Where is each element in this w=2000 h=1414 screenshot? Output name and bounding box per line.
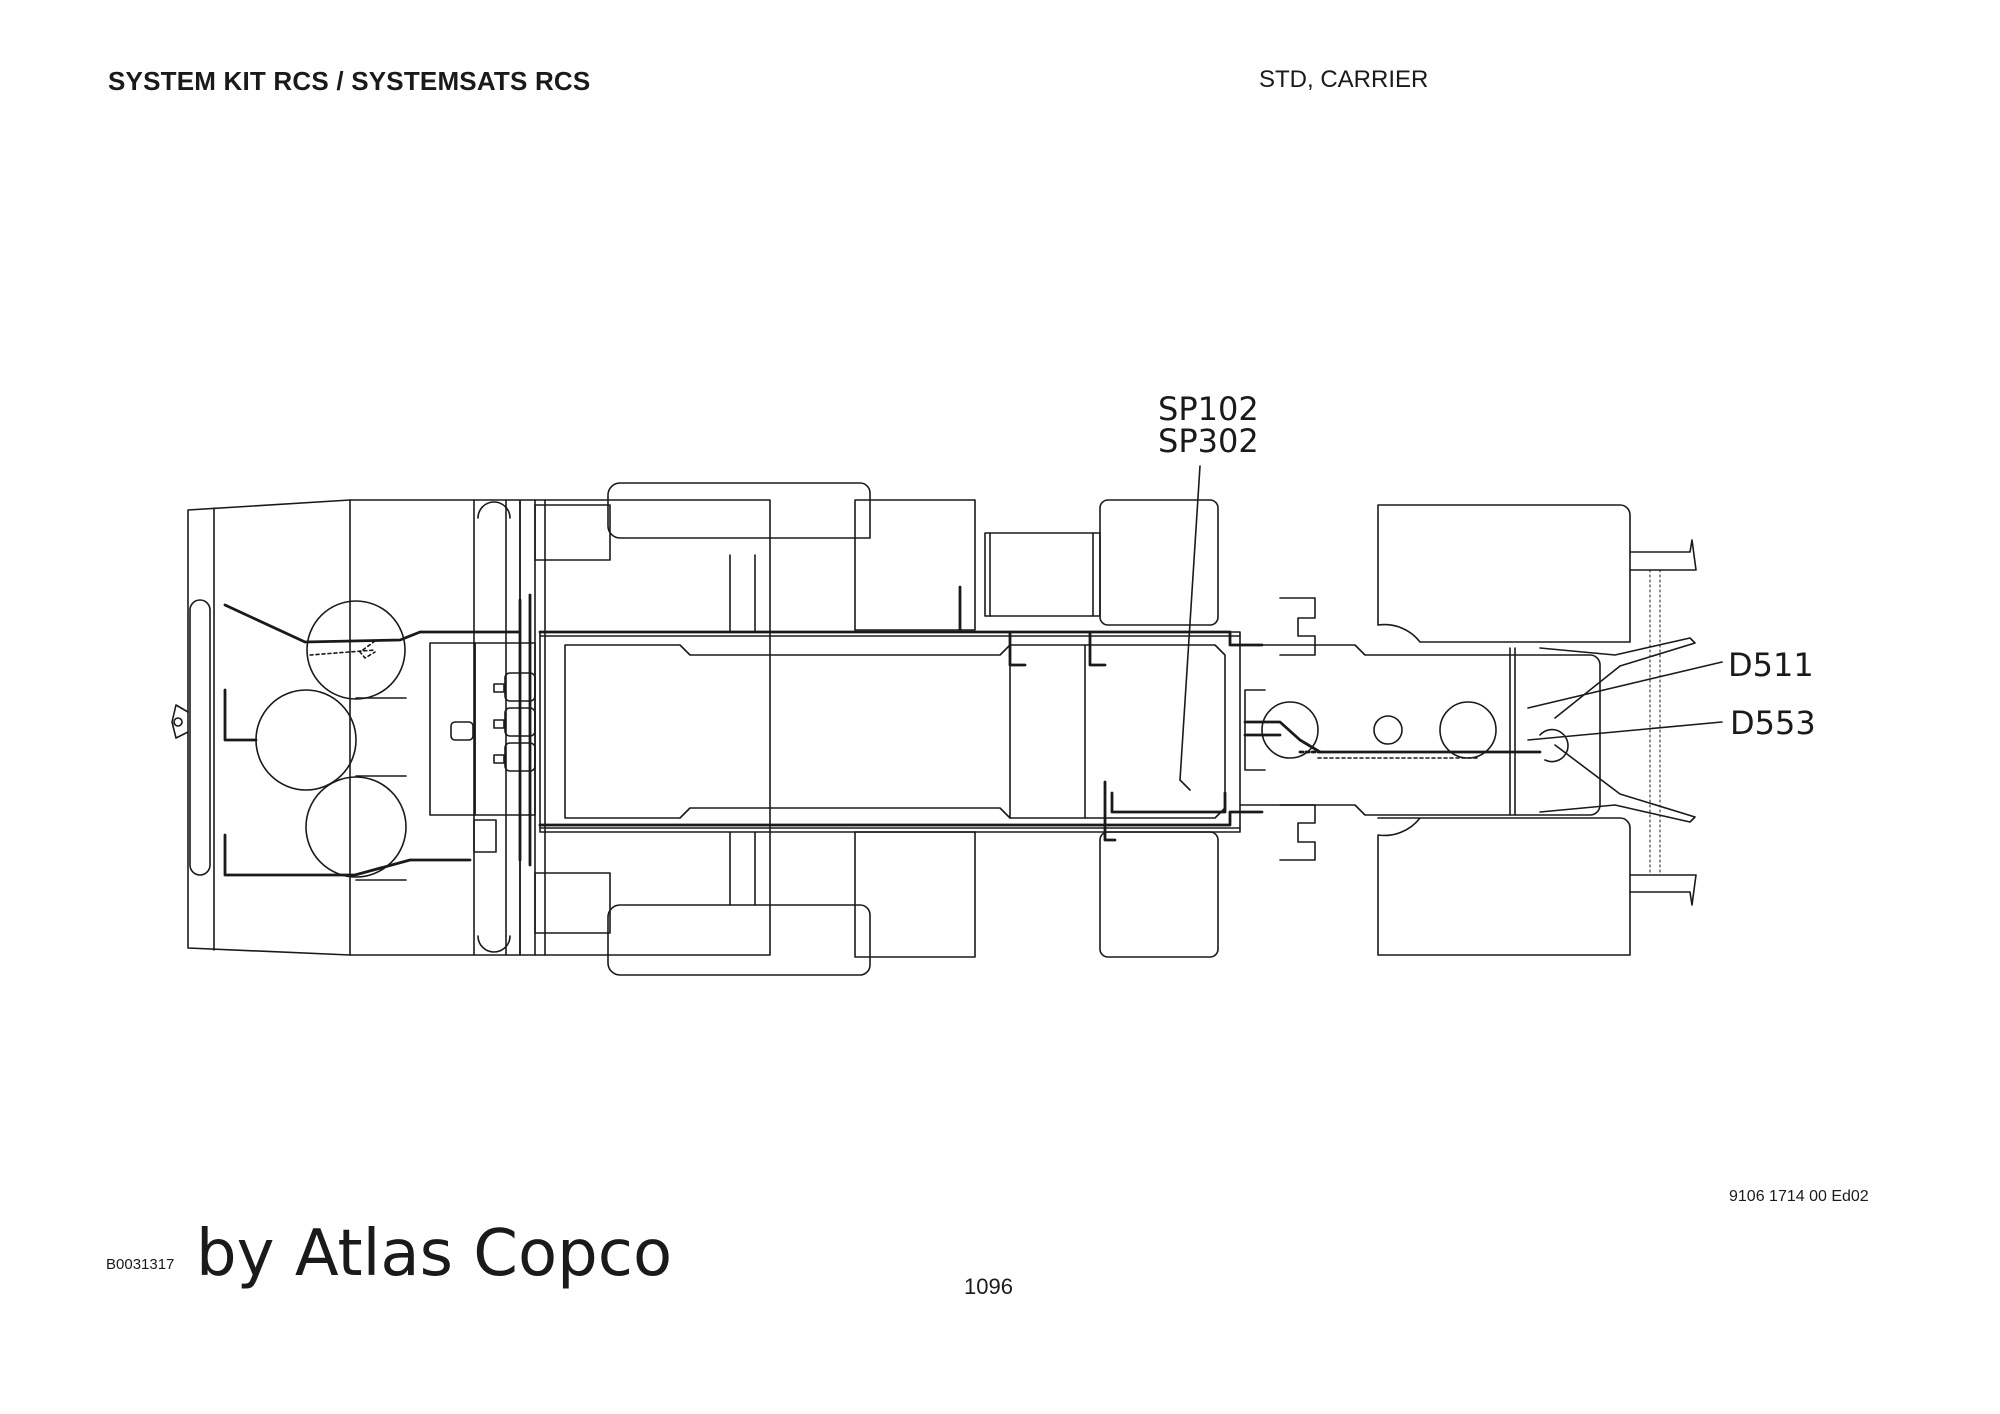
leader-d511 [1527, 661, 1723, 709]
callout-sp102: SP102 [1158, 390, 1259, 428]
page-title: SYSTEM KIT RCS / SYSTEMSATS RCS [108, 66, 591, 96]
rear-hub-right [1439, 701, 1497, 759]
leader-sp102 [1179, 465, 1201, 781]
wiring-harness [223, 585, 1542, 877]
variant-label: STD, CARRIER [1259, 66, 1429, 93]
reference-code: B0031317 [106, 1256, 175, 1273]
middle-drum [984, 499, 1219, 958]
rear-section [1239, 504, 1697, 956]
rear-hub-left [1261, 701, 1319, 759]
main-frame [519, 499, 1241, 956]
brand-text: by Atlas Copco [196, 1217, 673, 1291]
tank-lower [305, 776, 407, 878]
callout-sp302: SP302 [1158, 422, 1259, 460]
page-number: 1096 [964, 1274, 1013, 1299]
tank-upper [306, 600, 406, 700]
front-wheels [534, 482, 976, 976]
leader-lines [1179, 465, 1723, 791]
document-number: 9106 1714 00 Ed02 [1729, 1188, 1869, 1205]
tank-middle [255, 689, 357, 791]
callout-d511: D511 [1728, 646, 1814, 684]
callout-d553: D553 [1730, 704, 1816, 742]
leader-d553 [1527, 721, 1723, 741]
rear-hub-center [1373, 715, 1403, 745]
